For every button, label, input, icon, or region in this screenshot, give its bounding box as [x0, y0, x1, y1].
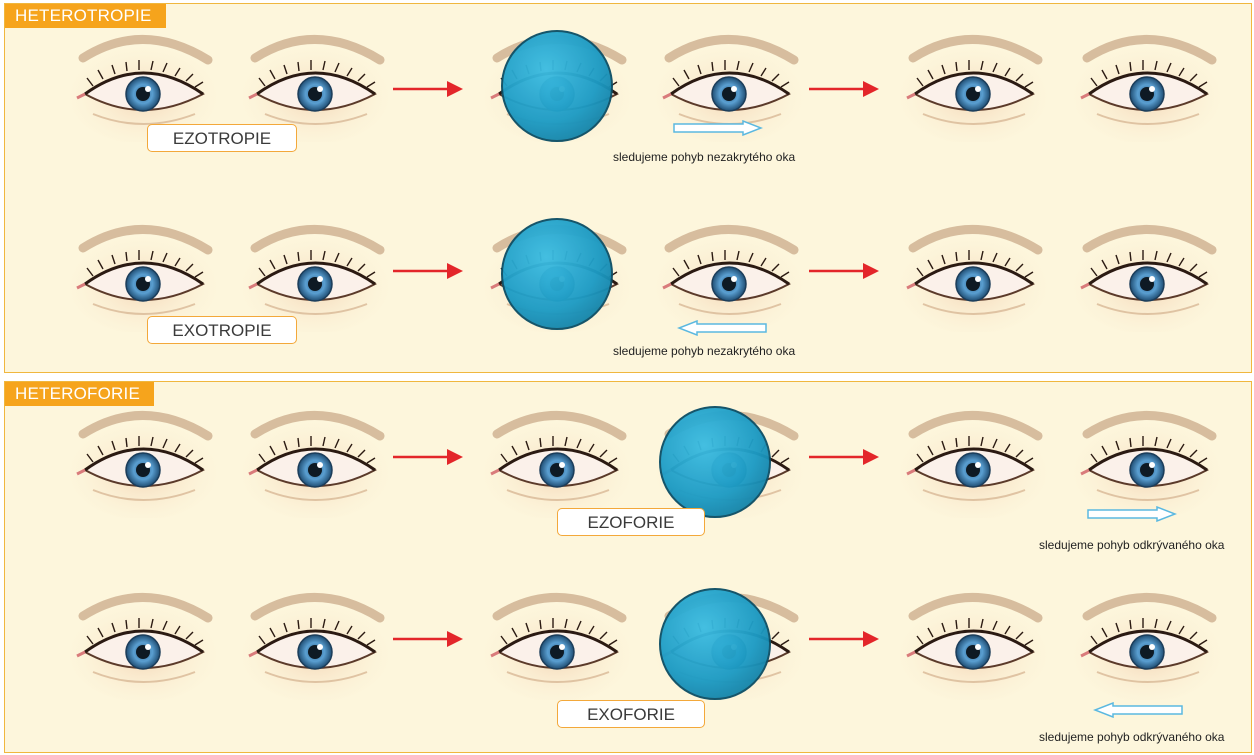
diagram-row-exotropie: EXOTROPIE sledujeme pohyb nezakrytého ok… [5, 212, 1253, 362]
eye-icon [649, 212, 809, 332]
eye-icon [1067, 580, 1227, 700]
caption: sledujeme pohyb nezakrytého oka [613, 150, 795, 164]
eye-icon [235, 580, 395, 700]
heterotropie-panel: HETEROTROPIE EZOTROPIE sledujeme pohyb n… [4, 3, 1252, 373]
outline-arrow-icon [677, 320, 767, 336]
diagram-row-ezotropie: EZOTROPIE sledujeme pohyb nezakrytého ok… [5, 22, 1253, 172]
heteroforie-panel: HETEROFORIE EZOFORIE sledujeme pohyb odk… [4, 381, 1252, 753]
eye-icon [477, 398, 637, 518]
diagnosis-label: EXOTROPIE [147, 316, 297, 344]
arrow-right-icon [809, 262, 879, 280]
occluder-icon [659, 406, 771, 518]
eye-icon [63, 580, 223, 700]
arrow-right-icon [393, 262, 463, 280]
eye-icon [1067, 398, 1227, 518]
eye-icon [893, 398, 1053, 518]
diagnosis-label: EXOFORIE [557, 700, 705, 728]
eye-icon [1067, 22, 1227, 142]
occluder-icon [659, 588, 771, 700]
eye-icon [63, 398, 223, 518]
arrow-right-icon [393, 630, 463, 648]
outline-arrow-icon [673, 120, 763, 136]
diagram-row-exoforie: EXOFORIE sledujeme pohyb odkrývaného oka [5, 580, 1253, 730]
outline-arrow-icon [1093, 702, 1183, 718]
eye-icon [477, 580, 637, 700]
arrow-right-icon [809, 80, 879, 98]
arrow-right-icon [809, 448, 879, 466]
caption: sledujeme pohyb nezakrytého oka [613, 344, 795, 358]
caption: sledujeme pohyb odkrývaného oka [1039, 538, 1224, 552]
occluder-icon [501, 30, 613, 142]
diagnosis-label: EZOFORIE [557, 508, 705, 536]
eye-icon [63, 212, 223, 332]
diagram-row-ezoforie: EZOFORIE sledujeme pohyb odkrývaného oka [5, 398, 1253, 548]
arrow-right-icon [809, 630, 879, 648]
eye-icon [893, 22, 1053, 142]
diagnosis-label: EZOTROPIE [147, 124, 297, 152]
eye-icon [235, 212, 395, 332]
outline-arrow-icon [1087, 506, 1177, 522]
caption: sledujeme pohyb odkrývaného oka [1039, 730, 1224, 744]
eye-icon [1067, 212, 1227, 332]
eye-icon [235, 398, 395, 518]
eye-icon [893, 580, 1053, 700]
occluder-icon [501, 218, 613, 330]
arrow-right-icon [393, 448, 463, 466]
arrow-right-icon [393, 80, 463, 98]
eye-icon [893, 212, 1053, 332]
